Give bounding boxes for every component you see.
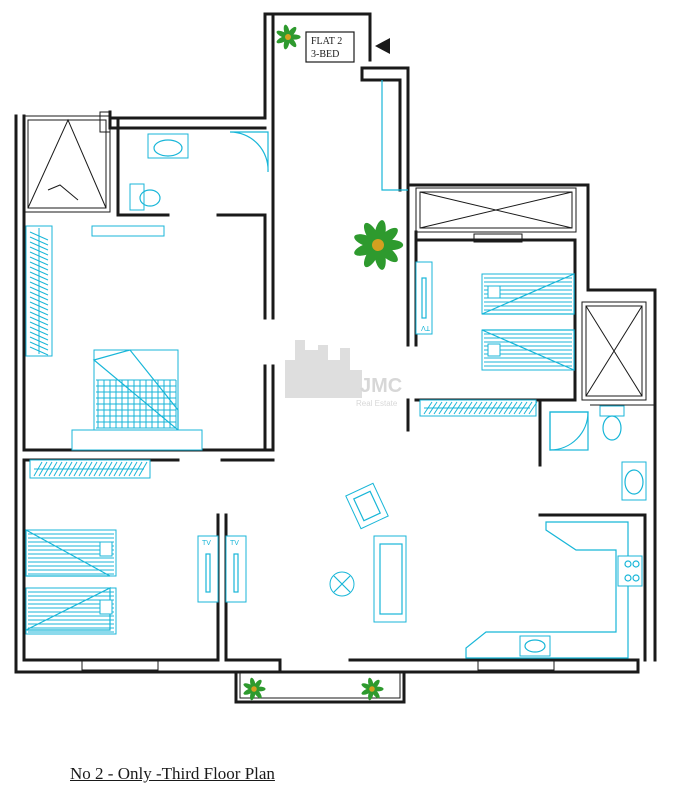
- stairwell-top-left: [23, 115, 111, 213]
- watermark-sub: Real Estate: [356, 399, 398, 408]
- plant-center: [251, 686, 257, 692]
- flat-label-line2: 3-BED: [311, 49, 339, 60]
- tv-unit-right: TV: [415, 261, 433, 335]
- wardrobe-right: [419, 399, 538, 417]
- wardrobe-left: [25, 225, 53, 357]
- single-bed-2: [25, 587, 117, 635]
- lift-shaft-top: [415, 187, 577, 233]
- single-bed-1: [25, 528, 117, 577]
- armchair: [345, 482, 389, 530]
- windows: [81, 111, 555, 671]
- tv-units-middle: TV TV: [197, 535, 247, 603]
- entrance-arrow-icon: [375, 38, 390, 54]
- plant-icon: [276, 24, 301, 50]
- floor-plan: TV TV TV: [14, 12, 657, 704]
- plant-icon: [354, 220, 404, 270]
- plan-caption: No 2 - Only -Third Floor Plan: [70, 764, 275, 783]
- single-bed-3: [481, 273, 575, 315]
- plant-icon: [243, 677, 266, 701]
- single-bed-4: [481, 329, 575, 371]
- tv-label: TV: [230, 540, 239, 547]
- side-table: [329, 571, 355, 597]
- kitchen-counter: [465, 521, 643, 659]
- plant-center: [285, 34, 291, 40]
- bathroom-right: [549, 405, 647, 501]
- wardrobe-lower: [29, 459, 151, 479]
- hatch-line: [528, 401, 538, 415]
- corridor-guide: [381, 80, 408, 191]
- plant-center: [372, 239, 384, 251]
- plant-center: [369, 686, 375, 692]
- tv-label: TV: [202, 540, 211, 547]
- flat-label-line1: FLAT 2: [311, 36, 342, 47]
- plants: [243, 24, 404, 701]
- tv-label: TV: [421, 324, 430, 331]
- bathroom-top: [91, 131, 269, 237]
- plant-icon: [361, 677, 384, 701]
- flat-label: FLAT 2 3-BED: [305, 31, 355, 63]
- watermark-brand: JMC: [360, 375, 402, 397]
- watermark: JMC Real Estate: [285, 340, 402, 408]
- sofa: [373, 535, 407, 623]
- lift-shaft-right: [581, 301, 647, 401]
- double-bed: [71, 349, 203, 451]
